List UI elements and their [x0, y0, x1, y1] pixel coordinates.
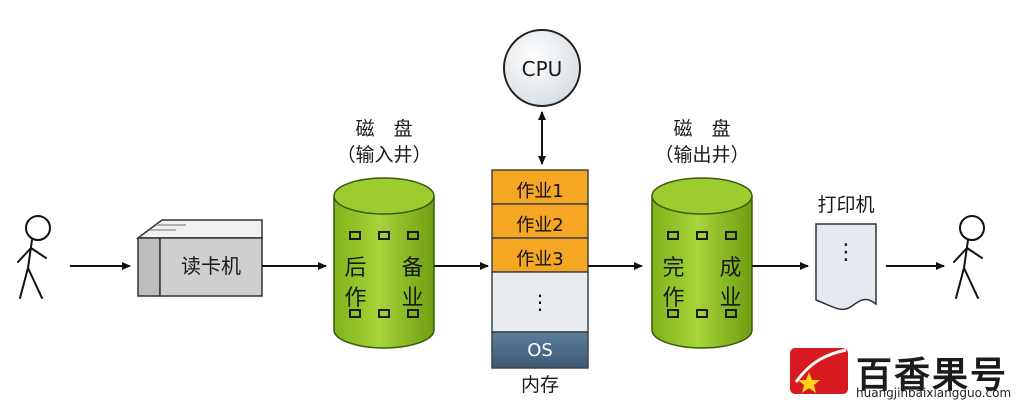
- input-disk-subtitle: （输入井）: [336, 144, 432, 166]
- printer-ellipsis: ⋮: [835, 240, 857, 265]
- memory-slot-job1: [491, 169, 589, 205]
- memory-job2-label: 作业2: [516, 215, 564, 236]
- memory-os-label: OS: [527, 340, 553, 361]
- watermark-url: huangjinbaixiangguo.com: [856, 386, 1012, 400]
- watermark-brand: 百香果号: [856, 355, 1009, 396]
- output-disk-subtitle: （输出井）: [654, 144, 750, 166]
- cpu-node: [503, 29, 581, 107]
- memory-stack: [491, 169, 589, 369]
- printer-title: 打印机: [817, 194, 875, 216]
- memory-slot-free: [491, 271, 589, 333]
- output-disk-body-line1: 完 成: [662, 256, 756, 281]
- memory-caption: 内存: [520, 374, 559, 396]
- input-disk-body-line1: 后 备: [344, 256, 438, 281]
- printer-paper-icon: [815, 223, 877, 311]
- memory-job1-label: 作业1: [516, 181, 564, 202]
- input-disk-title: 磁 盘: [355, 118, 413, 140]
- input-disk-cylinder: [333, 177, 435, 349]
- brand-logo-icon: [790, 348, 848, 394]
- card-reader-icon: [135, 219, 263, 297]
- memory-job3-label: 作业3: [516, 249, 564, 270]
- output-disk-cylinder: [651, 177, 753, 349]
- memory-free-ellipsis: ⋮: [530, 290, 550, 314]
- output-disk-title: 磁 盘: [673, 118, 731, 140]
- output-disk-body-line2: 作 业: [662, 286, 756, 311]
- user-left-icon: [17, 215, 51, 299]
- memory-slot-job2: [491, 203, 589, 239]
- card-reader-label: 读卡机: [181, 254, 241, 278]
- user-right-icon: [953, 215, 985, 299]
- cpu-label: CPU: [521, 57, 563, 81]
- memory-slot-os: [491, 331, 589, 369]
- input-disk-body-line2: 作 业: [344, 286, 438, 311]
